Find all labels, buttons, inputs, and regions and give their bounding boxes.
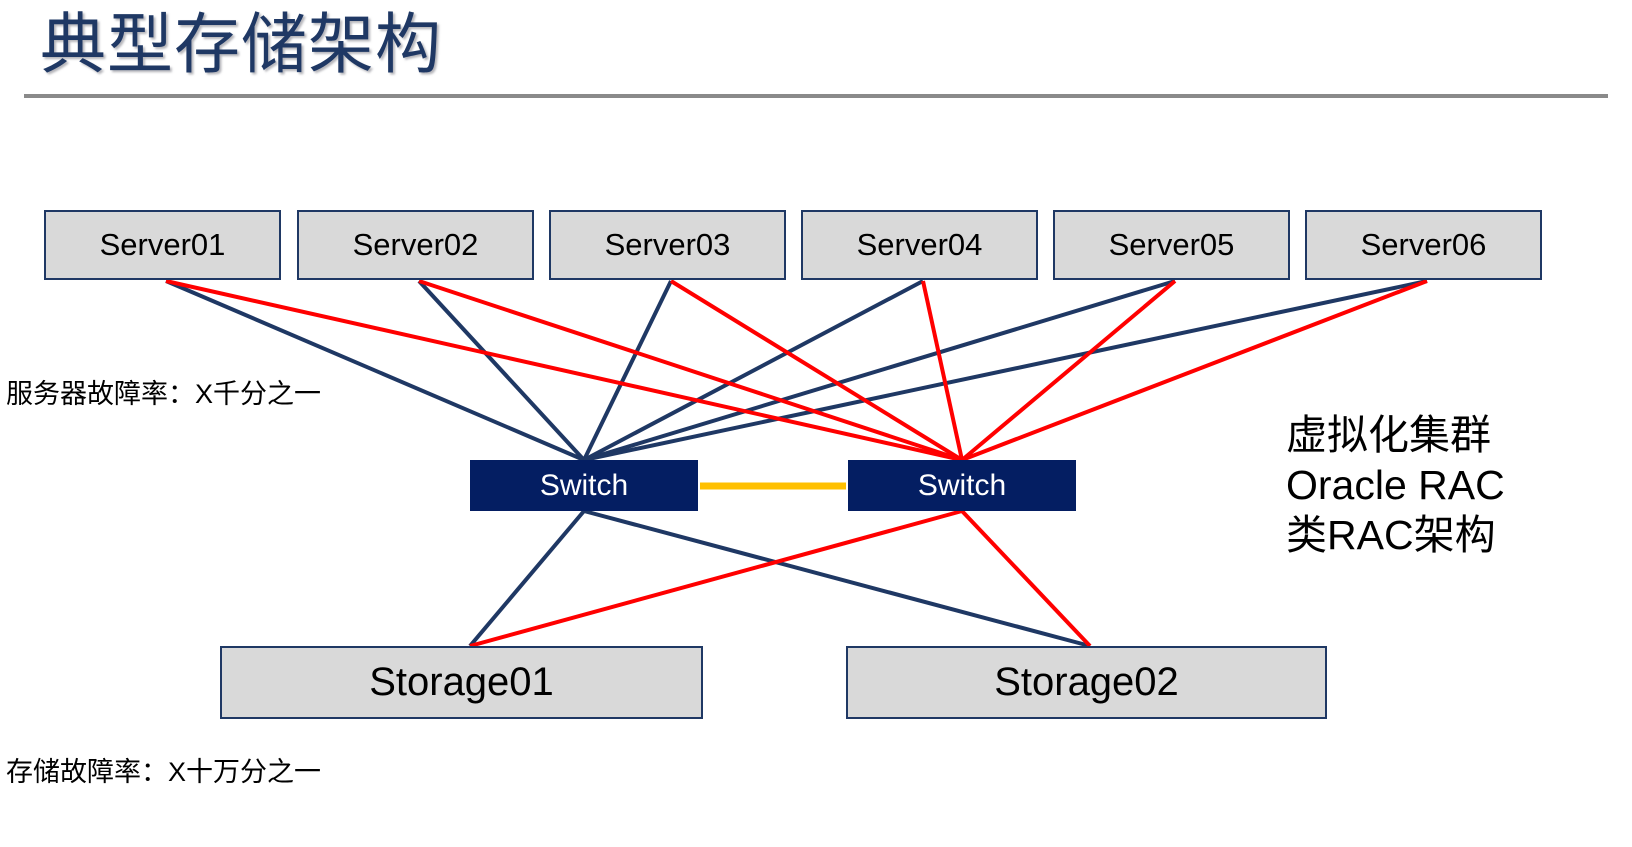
server-node-1[interactable]: Server01: [44, 210, 281, 280]
switch-node-1[interactable]: Switch: [470, 460, 698, 511]
switch-node-2[interactable]: Switch: [848, 460, 1076, 511]
storage-node-1-label: Storage01: [369, 660, 554, 704]
cluster-type-line-2: Oracle RAC: [1286, 462, 1505, 508]
server-node-4-label: Server04: [856, 227, 983, 262]
link-server-right-switch-3: [669, 279, 964, 462]
cluster-type-line-1: 虚拟化集群: [1286, 412, 1491, 458]
cluster-type-line-3: 类RAC架构: [1286, 512, 1496, 558]
link-server-left-switch-1: [165, 279, 585, 462]
link-server-right-switch-4: [921, 280, 964, 461]
server-node-2-label: Server02: [352, 227, 479, 262]
page-title: 典型存储架构: [40, 7, 442, 81]
link-server-right-switch-2: [418, 279, 963, 462]
link-server-right-switch-5: [960, 279, 1177, 462]
link-right-switch-storage-1: [469, 509, 963, 648]
server-node-6-label: Server06: [1360, 227, 1487, 262]
storage-node-1[interactable]: Storage01: [220, 646, 703, 719]
link-left-switch-storage-1: [468, 509, 586, 648]
server-node-6[interactable]: Server06: [1305, 210, 1542, 280]
annotation-storage-failure-rate: 存储故障率：X十万分之一: [6, 757, 322, 787]
link-server-left-switch-5: [583, 279, 1176, 462]
server-node-2[interactable]: Server02: [297, 210, 534, 280]
link-server-right-switch-6: [961, 279, 1428, 462]
server-node-3[interactable]: Server03: [549, 210, 786, 280]
links-left-switch-to-storage: [468, 509, 1091, 648]
link-left-switch-storage-2: [583, 509, 1091, 648]
server-node-4[interactable]: Server04: [801, 210, 1038, 280]
switch-node-2-label: Switch: [917, 468, 1007, 502]
title-divider: [24, 94, 1608, 98]
annotation-cluster-types: 虚拟化集群 Oracle RAC 类RAC架构: [1286, 410, 1505, 560]
links-servers-to-left-switch: [165, 279, 1428, 462]
server-node-1-label: Server01: [99, 227, 226, 262]
link-server-left-switch-4: [583, 279, 924, 462]
link-server-left-switch-6: [583, 279, 1428, 462]
link-right-switch-storage-2: [960, 509, 1092, 648]
storage-node-2[interactable]: Storage02: [846, 646, 1327, 719]
annotation-server-failure-rate: 服务器故障率：X千分之一: [6, 379, 322, 409]
server-node-5-label: Server05: [1108, 227, 1235, 262]
link-server-right-switch-1: [165, 279, 963, 462]
switch-node-1-label: Switch: [539, 468, 629, 502]
links-servers-to-right-switch: [165, 279, 1428, 462]
storage-node-2-label: Storage02: [994, 660, 1179, 704]
link-server-left-switch-3: [582, 280, 673, 461]
links-right-switch-to-storage: [469, 509, 1092, 648]
server-node-5[interactable]: Server05: [1053, 210, 1290, 280]
link-server-left-switch-2: [417, 279, 586, 462]
server-node-3-label: Server03: [604, 227, 731, 262]
